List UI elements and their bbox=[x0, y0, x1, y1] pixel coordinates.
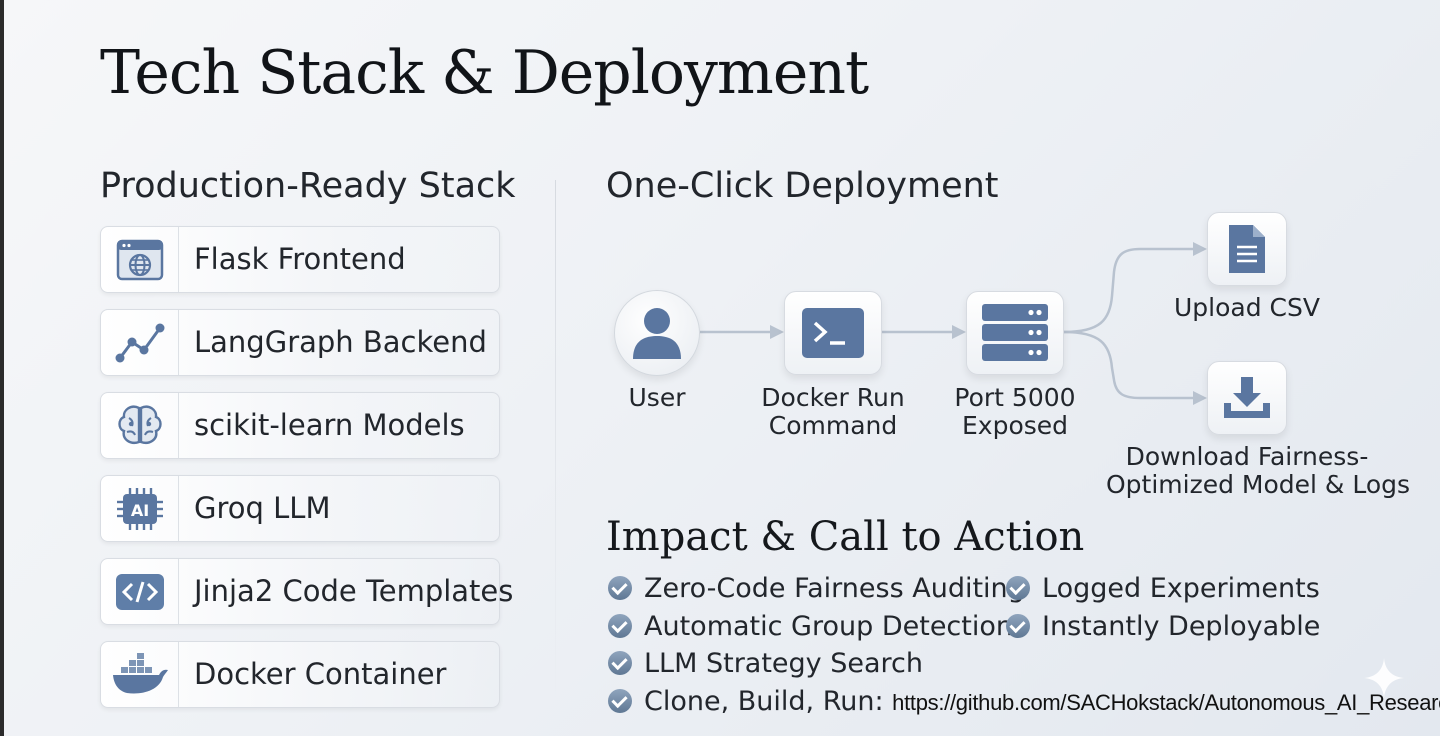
download-label: Download Fairness- Optimized Model & Log… bbox=[1106, 442, 1411, 499]
download-icon bbox=[1224, 377, 1270, 418]
impact-item-label: Logged Experiments bbox=[1042, 573, 1320, 604]
upload-csv-node bbox=[1207, 212, 1287, 286]
stack-item-langgraph: LangGraph Backend bbox=[100, 309, 500, 376]
page-title: Tech Stack & Deployment bbox=[100, 38, 869, 108]
docker-run-label: Docker Run Command bbox=[753, 384, 913, 440]
download-label-line1: Download Fairness- bbox=[1125, 442, 1369, 471]
stack-item-docker: Docker Container bbox=[100, 641, 500, 708]
stack-item-jinja2: Jinja2 Code Templates bbox=[100, 558, 513, 625]
docker-run-label-line2: Command bbox=[768, 411, 898, 440]
cta-item: Clone, Build, Run: https://github.com/SA… bbox=[608, 686, 1440, 717]
download-label-line2: Optimized Model & Logs bbox=[1106, 470, 1411, 499]
user-icon bbox=[633, 308, 681, 359]
stack-item-sklearn: scikit-learn Models bbox=[100, 392, 500, 459]
svg-text:AI: AI bbox=[130, 501, 148, 520]
port-label-line2: Exposed bbox=[961, 411, 1069, 440]
stack-item-label: Flask Frontend bbox=[194, 242, 406, 276]
docker-run-node bbox=[784, 291, 882, 375]
sparkle-icon bbox=[1364, 658, 1404, 698]
graph-nodes-icon bbox=[101, 310, 179, 375]
impact-item-label: Zero-Code Fairness Auditing bbox=[644, 573, 1025, 604]
docker-run-label-line1: Docker Run bbox=[761, 383, 905, 412]
stack-item-label: Jinja2 Code Templates bbox=[194, 574, 514, 608]
stack-item-label: Docker Container bbox=[194, 657, 447, 691]
checkmark-icon bbox=[1006, 576, 1030, 600]
left-frame-border bbox=[0, 0, 4, 736]
checkmark-icon bbox=[608, 651, 632, 675]
stack-item-flask: Flask Frontend bbox=[100, 226, 500, 293]
document-icon bbox=[1229, 225, 1265, 273]
impact-heading: Impact & Call to Action bbox=[606, 514, 1085, 560]
impact-item-label: Instantly Deployable bbox=[1042, 611, 1321, 642]
impact-item: Zero-Code Fairness Auditing bbox=[608, 573, 1025, 604]
ai-chip-icon: AI bbox=[101, 476, 179, 541]
code-brackets-icon bbox=[101, 559, 179, 624]
stack-item-label: scikit-learn Models bbox=[194, 408, 465, 442]
stack-heading: Production-Ready Stack bbox=[100, 166, 516, 206]
impact-item: Automatic Group Detection bbox=[608, 611, 1013, 642]
port-node bbox=[966, 291, 1064, 375]
repo-link[interactable]: https://github.com/SACHokstack/Autonomou… bbox=[892, 690, 1440, 715]
stack-item-label: Groq LLM bbox=[194, 491, 331, 525]
stack-item-label: LangGraph Backend bbox=[194, 325, 487, 359]
checkmark-icon bbox=[608, 576, 632, 600]
checkmark-icon bbox=[608, 614, 632, 638]
port-label-line1: Port 5000 bbox=[954, 383, 1076, 412]
server-icon bbox=[982, 304, 1048, 361]
checkmark-icon bbox=[1006, 614, 1030, 638]
impact-item: Instantly Deployable bbox=[1006, 611, 1320, 642]
impact-item-label: Automatic Group Detection bbox=[644, 611, 1013, 642]
user-node bbox=[614, 290, 700, 376]
browser-globe-icon bbox=[101, 227, 179, 292]
docker-whale-icon bbox=[101, 642, 179, 707]
upload-csv-label: Upload CSV bbox=[1174, 293, 1320, 322]
user-label: User bbox=[628, 383, 686, 412]
port-label: Port 5000 Exposed bbox=[935, 384, 1095, 440]
cta-label: Clone, Build, Run: bbox=[644, 686, 884, 717]
checkmark-icon bbox=[608, 689, 632, 713]
impact-item: LLM Strategy Search bbox=[608, 648, 923, 679]
impact-item: Logged Experiments bbox=[1006, 573, 1320, 604]
deployment-heading: One-Click Deployment bbox=[606, 166, 999, 206]
impact-item-label: LLM Strategy Search bbox=[644, 648, 923, 679]
terminal-icon bbox=[802, 308, 864, 358]
brain-icon bbox=[101, 393, 179, 458]
column-divider bbox=[555, 180, 556, 700]
stack-item-groq: AI Groq LLM bbox=[100, 475, 500, 542]
download-node bbox=[1207, 361, 1287, 435]
